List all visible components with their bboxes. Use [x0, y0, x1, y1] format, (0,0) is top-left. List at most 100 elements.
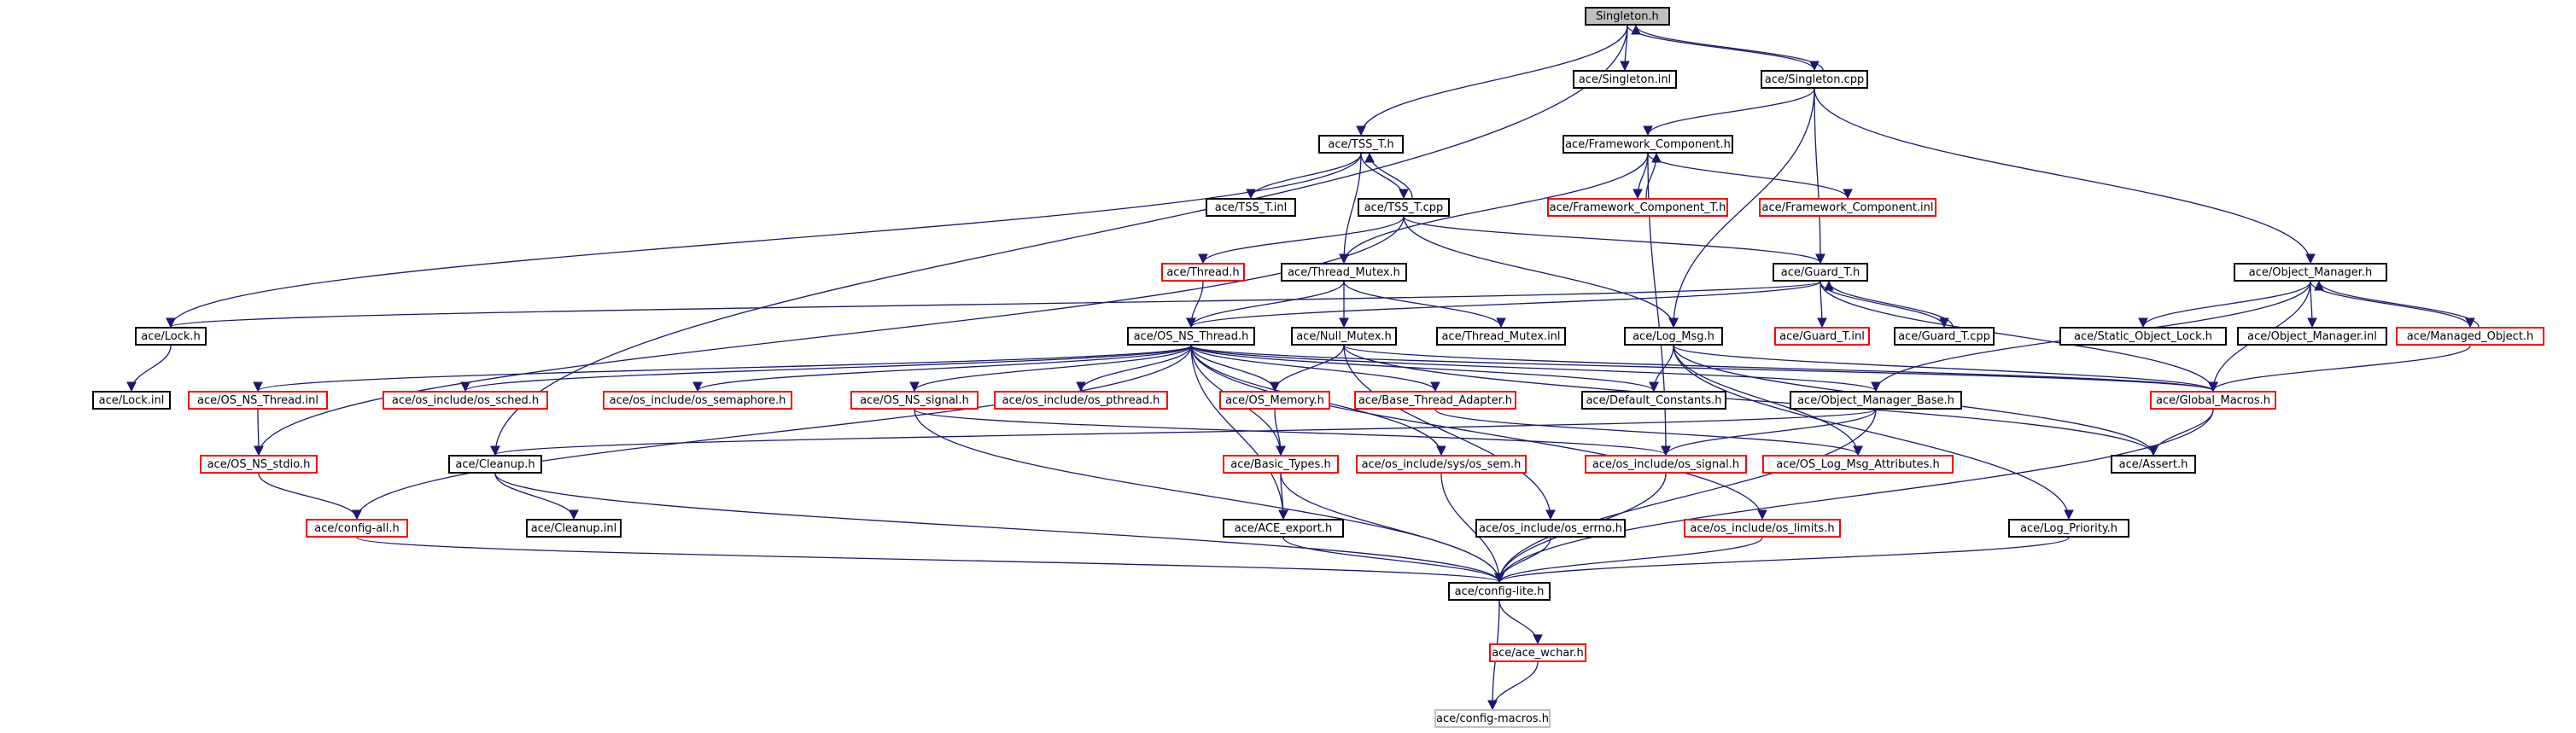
edge-log-msg-h-to-global-macros-h [1673, 345, 2218, 393]
edge-guard-t-h-to-lock-h [166, 281, 1821, 329]
node-os-ns-thread-h[interactable]: ace/OS_NS_Thread.h [1127, 327, 1255, 346]
edge-os-ns-thread-h-to-global-macros-h [1190, 345, 2218, 393]
edge-tss-t-h-to-thread-mutex-h [1339, 153, 1362, 265]
edge-tss-t-cpp-to-thread-h [1198, 216, 1405, 265]
node-ace-export-h[interactable]: ace/ACE_export.h [1223, 519, 1344, 538]
edge-object-manager-h-to-static-object-lock-h [2138, 281, 2311, 329]
node-static-object-lock-h[interactable]: ace/Static_Object_Lock.h [2059, 327, 2227, 346]
node-object-manager-inl[interactable]: ace/Object_Manager.inl [2237, 327, 2387, 346]
edge-singleton-cpp-to-object-manager-h [1814, 88, 2316, 265]
edge-singleton-cpp-to-singleton-h [1631, 24, 1824, 71]
edge-tss-t-h-to-lock-h [166, 153, 1362, 329]
edge-tss-t-cpp-to-tss-t-h [1364, 152, 1413, 199]
node-os-sched-h[interactable]: ace/os_include/os_sched.h [383, 391, 548, 410]
edge-cleanup-h-to-config-lite-h [494, 473, 1504, 584]
node-ace-wchar-h[interactable]: ace/ace_wchar.h [1489, 643, 1586, 662]
edge-tss-t-h-to-tss-t-inl [1246, 153, 1362, 200]
node-os-log-msg-attributes-h[interactable]: ace/OS_Log_Msg_Attributes.h [1762, 455, 1954, 474]
node-os-ns-stdio-h[interactable]: ace/OS_NS_stdio.h [200, 455, 318, 474]
node-assert-h[interactable]: ace/Assert.h [2111, 455, 2196, 474]
edge-object-manager-base-h-to-config-lite-h [1494, 409, 1877, 584]
edge-os-ns-thread-h-to-config-all-h [352, 345, 1192, 521]
edge-os-ns-thread-h-to-default-constants-h [1190, 345, 1659, 393]
edge-os-ns-thread-h-to-ace-export-h [1190, 345, 1288, 521]
edge-singleton-cpp-to-guard-t-h [1814, 88, 1825, 265]
node-lock-h[interactable]: ace/Lock.h [135, 327, 207, 346]
edge-guard-t-h-to-global-macros-h [1820, 281, 2218, 393]
edge-ace-export-h-to-config-lite-h [1282, 537, 1504, 584]
node-cleanup-inl[interactable]: ace/Cleanup.inl [526, 519, 622, 538]
edge-os-ns-thread-h-to-object-manager-base-h [1190, 345, 1881, 393]
edge-object-manager-h-to-managed-object-h [2310, 281, 2475, 329]
edge-ace-wchar-h-to-config-macros-h [1487, 661, 1539, 711]
edge-os-ns-thread-h-to-os-ns-thread-inl [253, 345, 1192, 393]
edge-null-mutex-h-to-global-macros-h [1343, 345, 2218, 393]
node-os-errno-h[interactable]: ace/os_include/os_errno.h [1475, 519, 1626, 538]
edge-tss-t-h-to-tss-t-cpp [1360, 153, 1409, 200]
edge-global-macros-h-to-assert-h [2148, 409, 2214, 457]
edge-singleton-h-to-cleanup-h [490, 25, 1628, 457]
node-os-pthread-h[interactable]: ace/os_include/os_pthread.h [994, 391, 1168, 410]
node-object-manager-h[interactable]: ace/Object_Manager.h [2234, 263, 2387, 282]
node-managed-object-h[interactable]: ace/Managed_Object.h [2396, 327, 2544, 346]
node-os-ns-signal-h[interactable]: ace/OS_NS_signal.h [850, 391, 978, 410]
node-singleton-inl[interactable]: ace/Singleton.inl [1573, 70, 1677, 89]
node-os-sem-h[interactable]: ace/os_include/sys/os_sem.h [1356, 455, 1527, 474]
edge-os-ns-thread-h-to-os-pthread-h [1076, 345, 1192, 393]
node-os-signal-h[interactable]: ace/os_include/os_signal.h [1585, 455, 1747, 474]
node-log-priority-h[interactable]: ace/Log_Priority.h [2008, 519, 2129, 538]
edge-basic-types-h-to-config-lite-h [1280, 473, 1504, 584]
node-os-ns-thread-inl[interactable]: ace/OS_NS_Thread.inl [188, 391, 328, 410]
node-framework-component-h[interactable]: ace/Framework_Component.h [1563, 135, 1733, 154]
node-thread-mutex-inl[interactable]: ace/Thread_Mutex.inl [1436, 327, 1566, 346]
node-thread-h[interactable]: ace/Thread.h [1161, 263, 1245, 282]
node-lock-inl[interactable]: ace/Lock.inl [92, 391, 171, 410]
edge-tss-t-cpp-to-guard-t-h [1403, 216, 1825, 265]
node-null-mutex-h[interactable]: ace/Null_Mutex.h [1291, 327, 1397, 346]
edge-os-ns-thread-h-to-os-sched-h [460, 345, 1192, 393]
edge-os-limits-h-to-config-lite-h [1494, 537, 1763, 584]
node-object-manager-base-h[interactable]: ace/Object_Manager_Base.h [1790, 391, 1962, 410]
node-framework-component-t-h[interactable]: ace/Framework_Component_T.h [1547, 198, 1728, 217]
edge-singleton-h-to-tss-t-h [1356, 25, 1628, 137]
node-os-limits-h[interactable]: ace/os_include/os_limits.h [1684, 519, 1841, 538]
node-base-thread-adapter-h[interactable]: ace/Base_Thread_Adapter.h [1354, 391, 1516, 410]
node-guard-t-h[interactable]: ace/Guard_T.h [1773, 263, 1868, 282]
node-os-memory-h[interactable]: ace/OS_Memory.h [1219, 391, 1330, 410]
node-basic-types-h[interactable]: ace/Basic_Types.h [1223, 455, 1339, 474]
edge-object-manager-h-to-object-manager-inl [2307, 281, 2317, 329]
node-config-lite-h[interactable]: ace/config-lite.h [1448, 582, 1551, 601]
edge-os-ns-thread-h-to-os-ns-signal-h [909, 345, 1192, 393]
node-default-constants-h[interactable]: ace/Default_Constants.h [1581, 391, 1726, 410]
node-tss-t-cpp[interactable]: ace/TSS_T.cpp [1358, 198, 1450, 217]
node-tss-t-inl[interactable]: ace/TSS_T.inl [1206, 198, 1296, 217]
node-tss-t-h[interactable]: ace/TSS_T.h [1318, 135, 1404, 154]
node-config-macros-h[interactable]: ace/config-macros.h [1434, 709, 1551, 728]
edge-null-mutex-h-to-os-memory-h [1270, 345, 1345, 393]
node-global-macros-h[interactable]: ace/Global_Macros.h [2150, 391, 2276, 410]
edge-log-msg-h-to-default-constants-h [1649, 345, 1674, 393]
edge-os-ns-thread-inl-to-os-ns-stdio-h [254, 409, 264, 457]
edge-guard-t-cpp-to-guard-t-h [1824, 280, 1954, 328]
edge-null-mutex-h-to-assert-h [1343, 345, 2158, 457]
edge-singleton-cpp-to-log-msg-h [1668, 88, 1815, 329]
node-guard-t-cpp[interactable]: ace/Guard_T.cpp [1894, 327, 1995, 346]
edge-os-ns-thread-h-to-base-thread-adapter-h [1190, 345, 1440, 393]
node-config-all-h[interactable]: ace/config-all.h [306, 519, 408, 538]
node-thread-mutex-h[interactable]: ace/Thread_Mutex.h [1281, 263, 1407, 282]
node-singleton-cpp[interactable]: ace/Singleton.cpp [1761, 70, 1868, 89]
node-cleanup-h[interactable]: ace/Cleanup.h [448, 455, 542, 474]
edge-managed-object-h-to-global-macros-h [2208, 345, 2471, 393]
edge-os-sem-h-to-config-lite-h [1440, 473, 1504, 584]
edge-framework-component-t-h-to-framework-component-h [1645, 152, 1662, 199]
edge-os-ns-thread-h-to-os-semaphore-h [692, 345, 1192, 393]
node-log-msg-h[interactable]: ace/Log_Msg.h [1624, 327, 1723, 346]
edge-object-manager-base-h-to-cleanup-h [490, 409, 1877, 457]
node-os-semaphore-h[interactable]: ace/os_include/os_semaphore.h [603, 391, 792, 410]
edge-object-manager-base-h-to-os-signal-h [1661, 409, 1877, 457]
node-framework-component-inl[interactable]: ace/Framework_Component.inl [1759, 198, 1936, 217]
node-guard-t-inl[interactable]: ace/Guard_T.inl [1774, 327, 1870, 346]
edge-framework-component-h-to-thread-mutex-h [1339, 153, 1649, 265]
edge-null-mutex-h-to-os-errno-h [1343, 345, 1556, 521]
